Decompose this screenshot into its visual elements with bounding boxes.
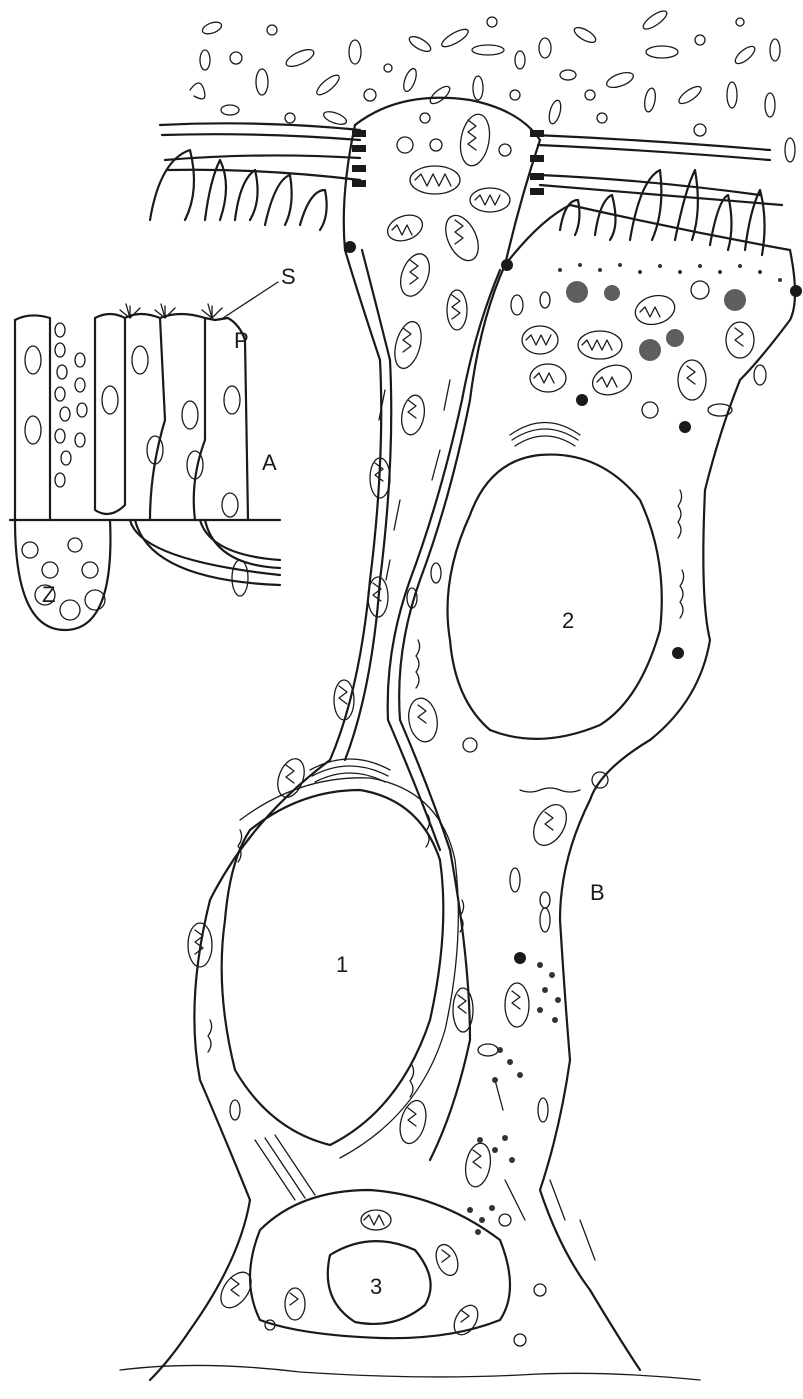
cilia-attachment xyxy=(352,130,544,195)
basement-membrane xyxy=(120,1365,700,1380)
nucleus-label-1: 1 xyxy=(336,952,348,977)
microvilli xyxy=(150,150,765,255)
cytoplasmic-fibrils xyxy=(255,380,595,1260)
inset-label-p: P xyxy=(234,328,249,353)
receptor-cell-outline xyxy=(150,98,540,1380)
granule-clusters xyxy=(467,263,782,1235)
main-label-b: B xyxy=(590,880,605,905)
nucleus-label-2: 2 xyxy=(562,608,574,633)
mitochondria xyxy=(188,112,754,1339)
nucleus-2 xyxy=(448,455,662,739)
inset-label-a: A xyxy=(262,450,277,475)
mucus-layer xyxy=(190,8,795,162)
cilia-bundles xyxy=(160,123,782,205)
inset-label-s: S xyxy=(281,264,296,289)
inset-a-epithelium: A S P Z xyxy=(10,264,296,630)
inset-label-z: Z xyxy=(42,582,55,607)
golgi-apparatus xyxy=(310,423,580,783)
perinuclear-line xyxy=(240,778,458,1158)
vesicles xyxy=(230,113,766,1346)
nucleus-1 xyxy=(222,790,444,1145)
nucleus-label-3: 3 xyxy=(370,1274,382,1299)
inset-nuclei xyxy=(22,323,248,620)
